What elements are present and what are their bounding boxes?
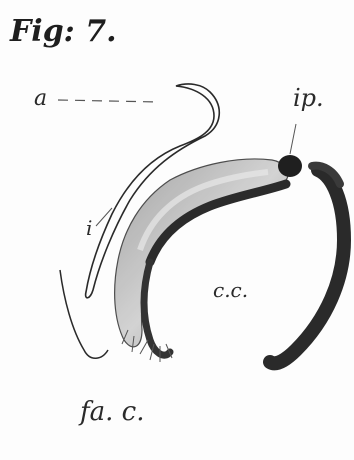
i-leader-line	[96, 208, 112, 226]
dark-arc-right	[270, 170, 344, 363]
label-a: a	[34, 86, 47, 111]
base-outline	[60, 270, 108, 358]
label-cc: c.c.	[213, 278, 248, 302]
dark-arc-left-lower	[144, 262, 170, 355]
ip-leader-line	[290, 124, 296, 154]
a-leader-line	[58, 100, 160, 102]
figure-title: Fig: 7.	[10, 14, 117, 49]
ip-knob	[278, 155, 302, 177]
label-i: i	[86, 216, 92, 240]
label-fac: fa. c.	[80, 397, 144, 427]
label-ip: ip.	[293, 84, 324, 112]
